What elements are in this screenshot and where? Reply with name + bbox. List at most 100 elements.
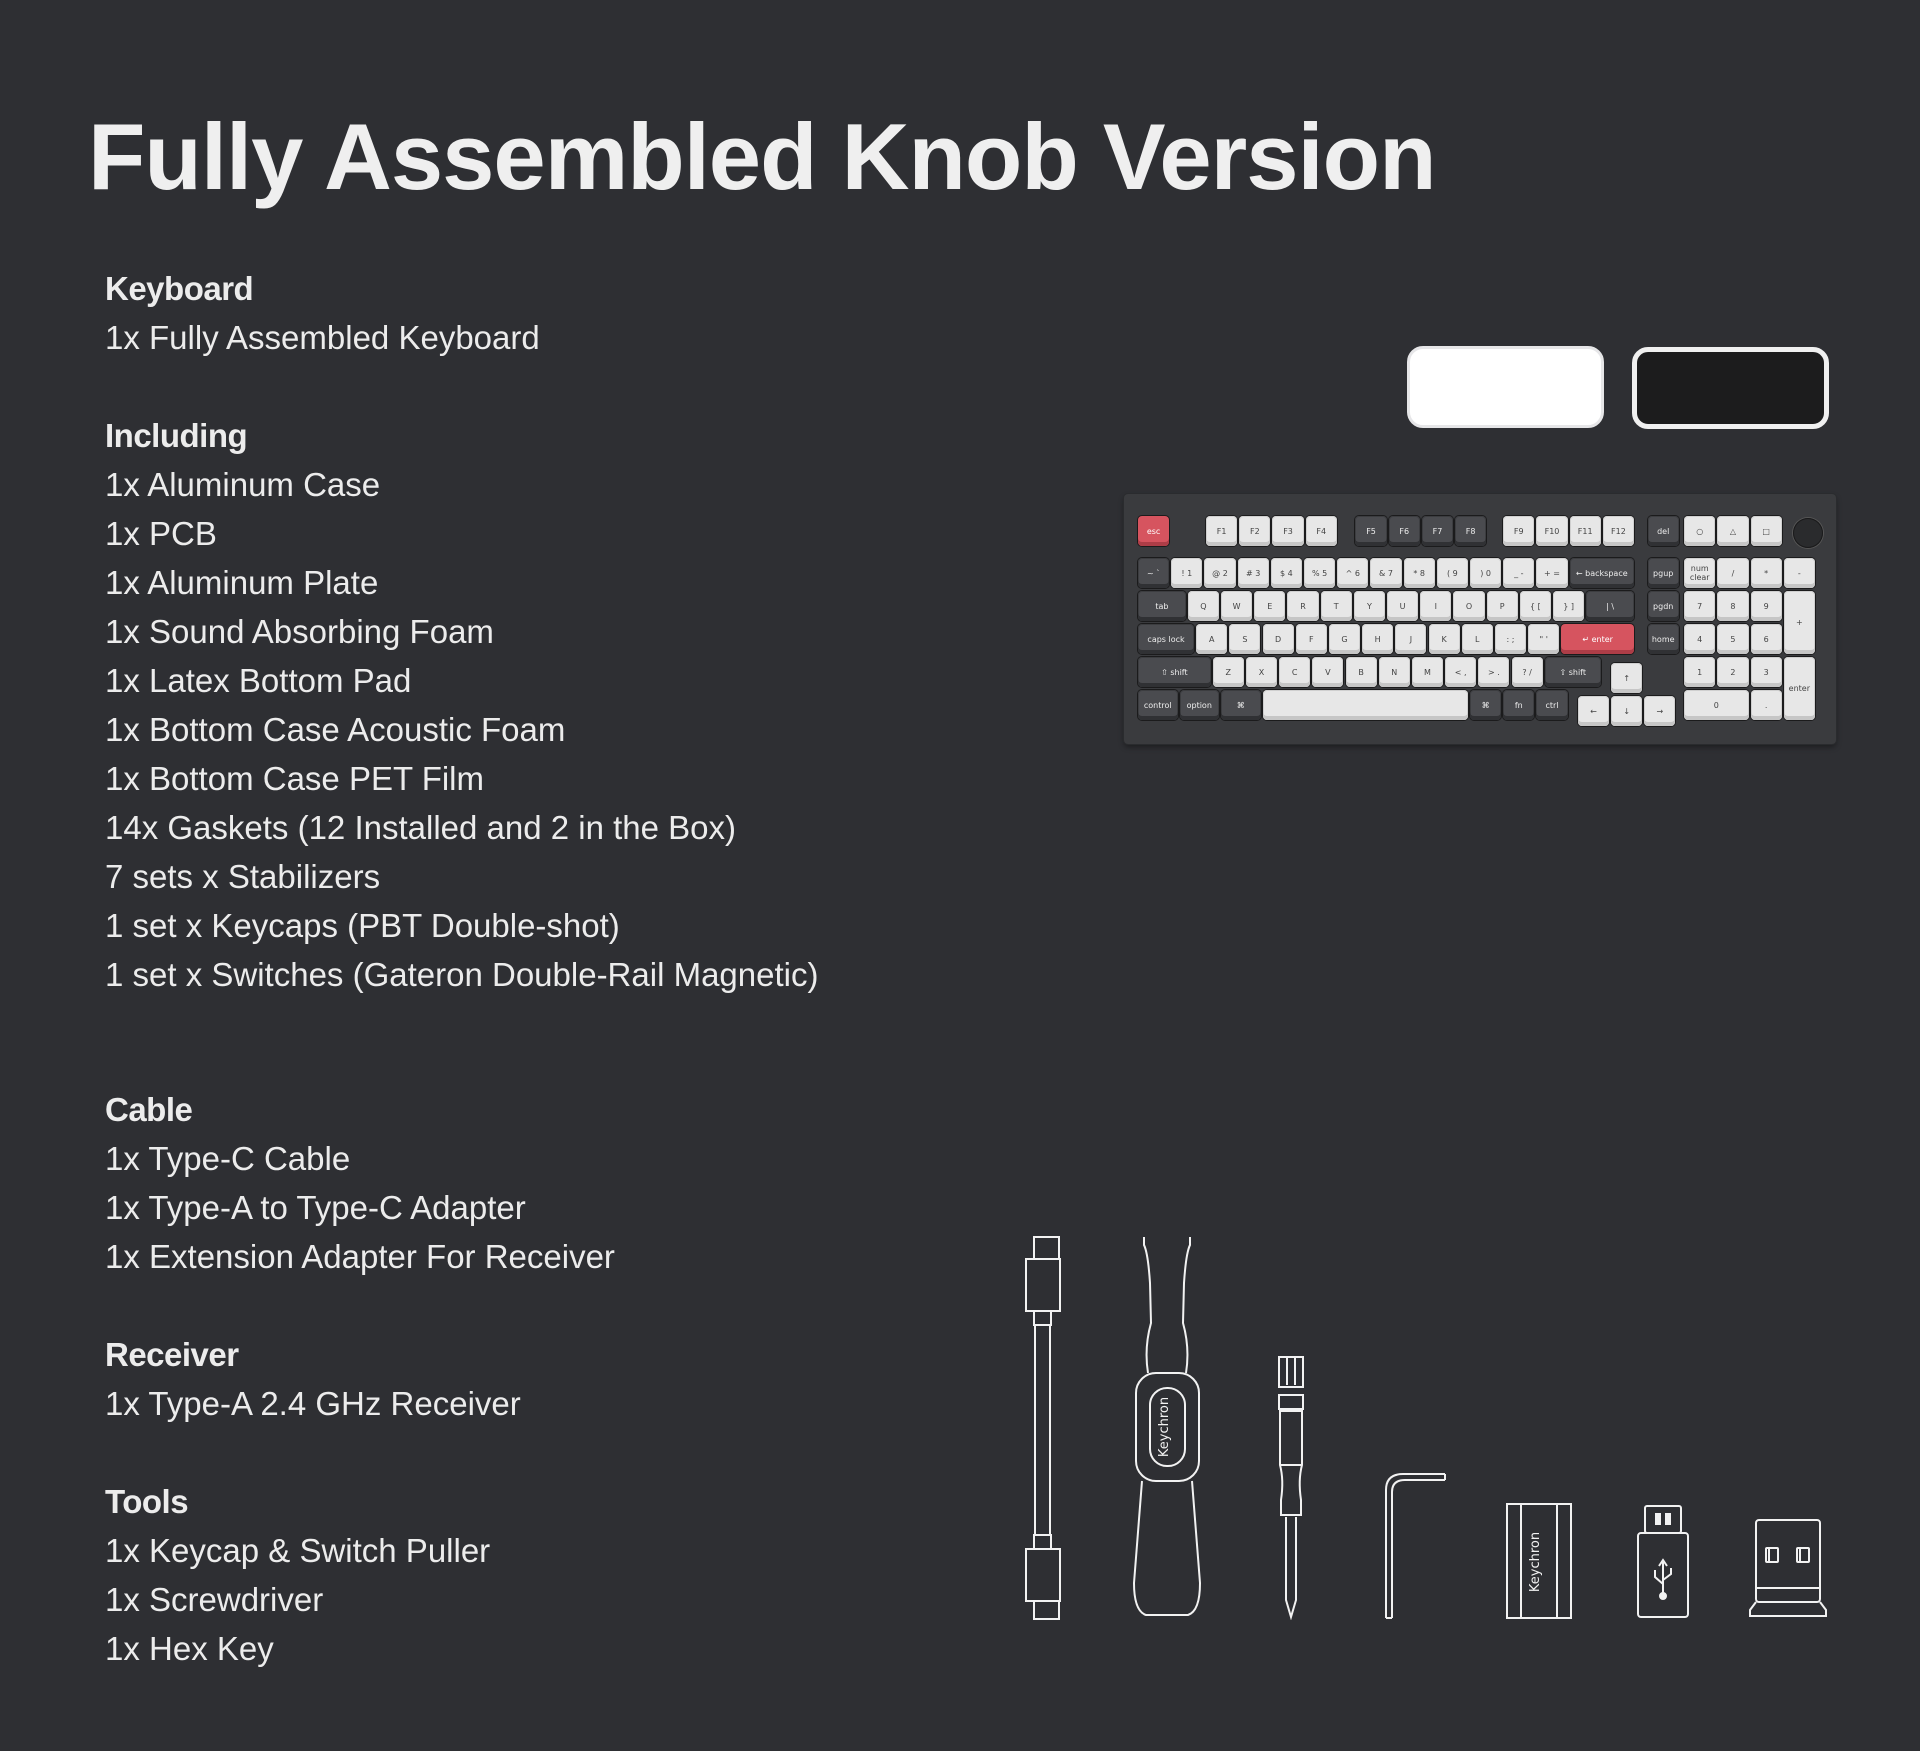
key: { [	[1519, 591, 1551, 621]
key: X	[1245, 657, 1278, 687]
list-item: 1x Type-C Cable	[105, 1140, 351, 1177]
key: J	[1395, 624, 1427, 654]
key: tab	[1138, 591, 1186, 621]
key: F3	[1272, 516, 1304, 546]
type-c-cable-icon	[1024, 1235, 1064, 1620]
key: 3	[1750, 657, 1782, 687]
list-item: 1x Type-A 2.4 GHz Receiver	[105, 1385, 521, 1422]
screwdriver-icon	[1276, 1355, 1306, 1620]
contents-list-keyboard: Keyboard 1x Fully Assembled Keyboard Inc…	[105, 264, 818, 999]
key: _ -	[1503, 558, 1535, 588]
key: ⌘	[1221, 690, 1261, 720]
list-item: 1 set x Switches (Gateron Double-Rail Ma…	[105, 956, 819, 993]
list-item: 14x Gaskets (12 Installed and 2 in the B…	[105, 809, 737, 846]
key: + =	[1536, 558, 1568, 588]
key: 2	[1717, 657, 1749, 687]
key: ↵ enter	[1561, 624, 1634, 654]
key: ⌘	[1470, 690, 1502, 720]
section-heading-cable: Cable	[105, 1091, 193, 1128]
key: pgdn	[1647, 591, 1679, 621]
key: -	[1783, 558, 1815, 588]
key	[1262, 690, 1468, 720]
key: control	[1138, 690, 1178, 720]
key: caps lock	[1138, 624, 1195, 654]
key: ← backspace	[1569, 558, 1634, 588]
list-item: 1x Bottom Case Acoustic Foam	[105, 711, 566, 748]
list-item: 1x Type-A to Type-C Adapter	[105, 1189, 526, 1226]
keychron-logo-text: Keychron	[1528, 1532, 1543, 1592]
key: K	[1428, 624, 1460, 654]
key: 5	[1717, 624, 1749, 654]
key: 7	[1684, 591, 1716, 621]
list-item: 1 set x Keycaps (PBT Double-shot)	[105, 907, 620, 944]
key: S	[1229, 624, 1261, 654]
key: & 7	[1370, 558, 1402, 588]
key: Z	[1212, 657, 1244, 687]
key: > .	[1478, 657, 1510, 687]
key: F12	[1602, 516, 1634, 546]
key: □	[1750, 516, 1782, 546]
key: 8	[1717, 591, 1749, 621]
keycap-switch-puller-icon: Keychron	[1130, 1233, 1205, 1623]
key: D	[1262, 624, 1294, 654]
key: F5	[1355, 516, 1387, 546]
key: home	[1647, 624, 1679, 654]
key: .	[1750, 690, 1782, 720]
key: U	[1387, 591, 1419, 621]
key: R	[1287, 591, 1319, 621]
section-heading-keyboard: Keyboard	[105, 270, 254, 307]
list-item: 1x Hex Key	[105, 1630, 274, 1667]
key: ○	[1684, 516, 1716, 546]
key: : ;	[1494, 624, 1527, 654]
color-swatch-black[interactable]	[1632, 347, 1829, 429]
key: F9	[1503, 516, 1535, 546]
key: ⇧ shift	[1544, 657, 1601, 687]
key: * 8	[1403, 558, 1435, 588]
key: H	[1362, 624, 1394, 654]
key: pgup	[1647, 558, 1679, 588]
key: A	[1196, 624, 1228, 654]
key: F10	[1536, 516, 1568, 546]
key: 4	[1684, 624, 1716, 654]
extension-adapter-icon: Keychron	[1505, 1502, 1573, 1620]
key: ⇧ shift	[1138, 657, 1211, 687]
key: ) 0	[1470, 558, 1502, 588]
key: △	[1717, 516, 1749, 546]
key: @ 2	[1204, 558, 1236, 588]
key: +	[1783, 591, 1815, 654]
key: Q	[1187, 591, 1219, 621]
list-item: 1x Sound Absorbing Foam	[105, 613, 494, 650]
list-item: 1x Aluminum Case	[105, 466, 381, 503]
section-heading-receiver: Receiver	[105, 1336, 239, 1373]
key: ctrl	[1536, 690, 1568, 720]
key: | \	[1586, 591, 1634, 621]
key: ←	[1577, 696, 1610, 726]
key: M	[1411, 657, 1444, 687]
key: L	[1461, 624, 1493, 654]
key: /	[1717, 558, 1749, 588]
key: *	[1750, 558, 1782, 588]
key: " '	[1528, 624, 1560, 654]
receiver-icon	[1748, 1518, 1828, 1618]
key: →	[1644, 696, 1676, 726]
key: G	[1328, 624, 1361, 654]
key: N	[1378, 657, 1410, 687]
key: C	[1279, 657, 1311, 687]
list-item: 1x Aluminum Plate	[105, 564, 379, 601]
list-item: 1x Keycap & Switch Puller	[105, 1532, 491, 1569]
knob-icon	[1793, 518, 1823, 548]
key: W	[1221, 591, 1253, 621]
key: T	[1320, 591, 1352, 621]
key: V	[1312, 657, 1344, 687]
color-swatch-white[interactable]	[1407, 346, 1604, 428]
list-item: 1x Screwdriver	[105, 1581, 324, 1618]
key: 0	[1684, 690, 1749, 720]
key: ↓	[1611, 696, 1643, 726]
key: F1	[1206, 516, 1238, 546]
list-item: 1x Extension Adapter For Receiver	[105, 1238, 615, 1275]
key: option	[1179, 690, 1219, 720]
key: del	[1647, 516, 1679, 546]
hex-key-icon	[1383, 1470, 1448, 1620]
key: I	[1420, 591, 1452, 621]
key: F2	[1239, 516, 1271, 546]
